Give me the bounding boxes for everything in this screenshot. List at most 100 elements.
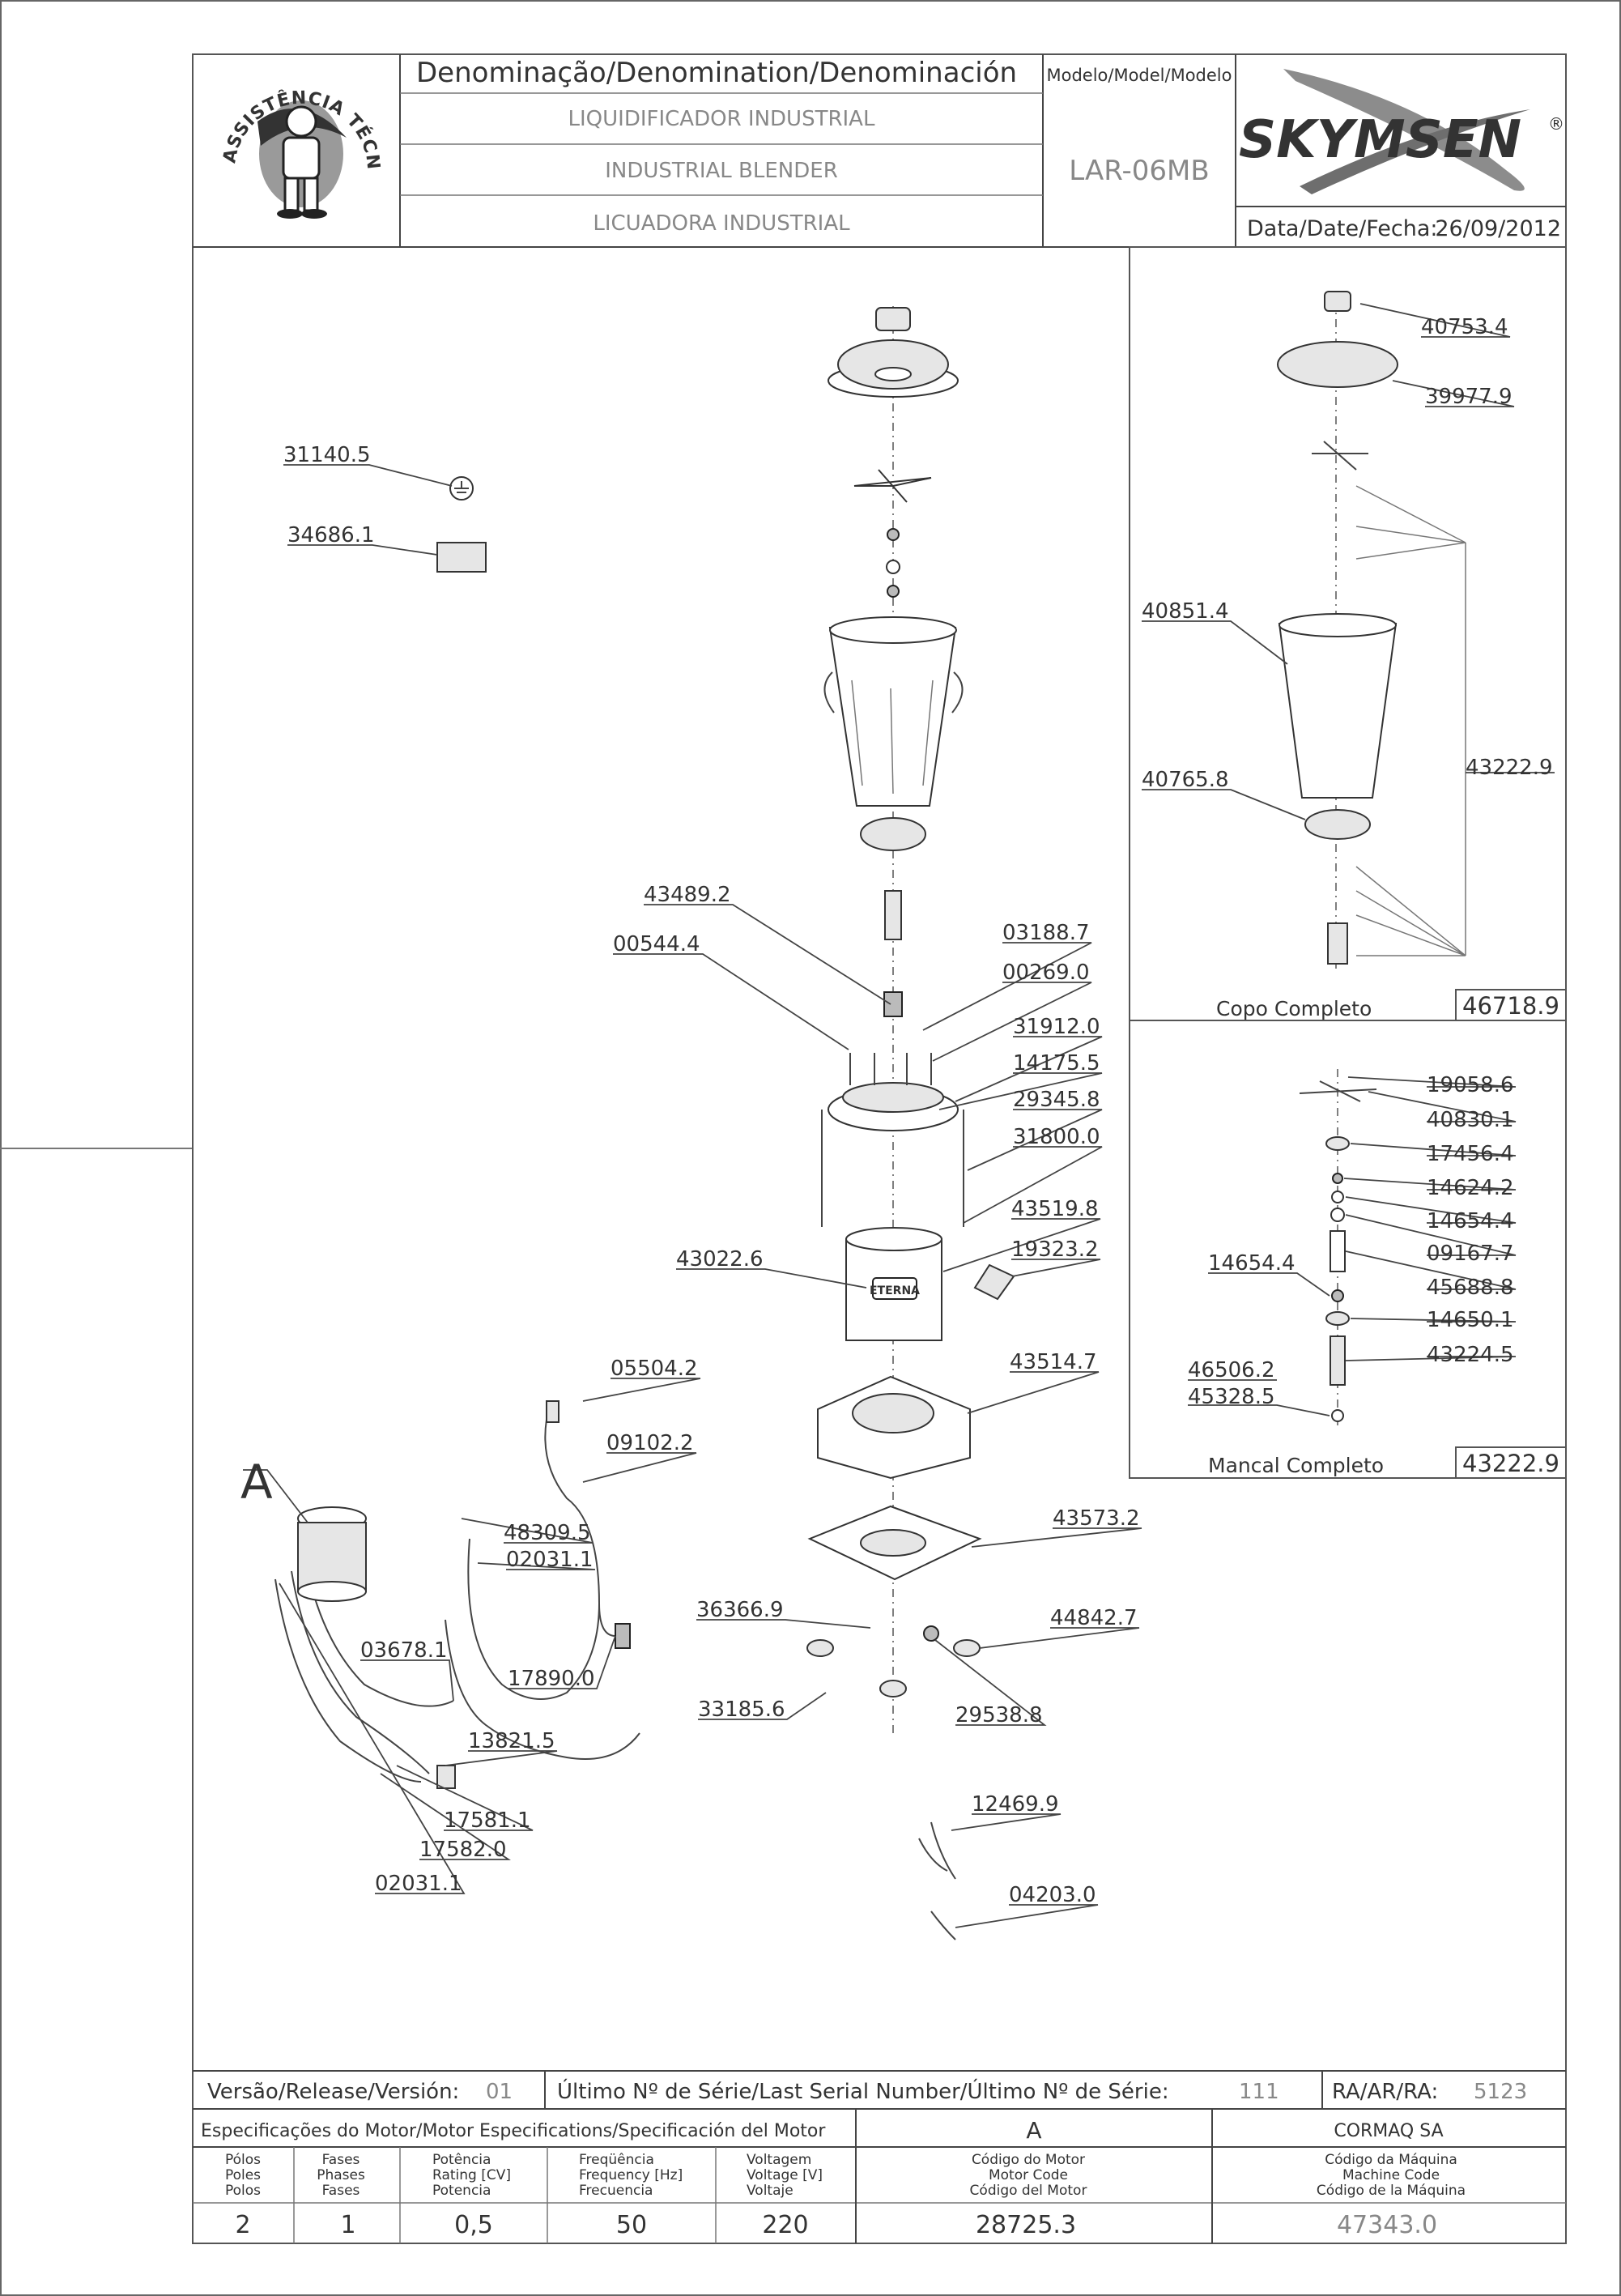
bearing-shaft-part [884, 890, 902, 940]
part-label: 44842.7 [1050, 1606, 1138, 1630]
svg-text:Poles: Poles [225, 2167, 261, 2183]
part-label: 19058.6 [1427, 1073, 1514, 1097]
grommet-part [923, 1625, 939, 1642]
part-label: 43514.7 [1010, 1350, 1097, 1374]
name-pt: LIQUIDIFICADOR INDUSTRIAL [568, 107, 875, 131]
part-label: 29538.8 [955, 1703, 1043, 1727]
release-value: 01 [486, 2080, 513, 2104]
spec-col-voltage: Voltagem Voltage [V] Voltaje 220 [747, 2152, 823, 2239]
spec-col-poles: Pólos Poles Polos 2 [225, 2152, 261, 2239]
copo-assembly-code: 46718.9 [1462, 992, 1559, 1020]
part-label: 05504.2 [611, 1357, 698, 1381]
svg-text:Phases: Phases [317, 2167, 365, 2183]
name-es: LICUADORA INDUSTRIAL [593, 211, 850, 236]
blender-cup-part [823, 616, 964, 807]
spec-col-phases: Fases Phases Fases 1 [317, 2152, 365, 2239]
frequency-value: 50 [616, 2211, 647, 2239]
model-value: LAR-06MB [1069, 155, 1209, 187]
spec-col-rating: Potência Rating [CV] Potencia 0,5 [432, 2152, 511, 2239]
part-label: 19323.2 [1011, 1237, 1099, 1262]
part-label: 03188.7 [1002, 921, 1090, 945]
part-label: 14654.4 [1208, 1251, 1296, 1276]
part-labels: 31140.5 34686.1 43489.2 00544.4 03188.7 … [240, 315, 1559, 1907]
washer-part [887, 528, 900, 541]
motor-part [297, 1506, 367, 1602]
cable-tie-part [930, 1910, 956, 1940]
main-exploded-view: ETERNA [274, 306, 1015, 1940]
serial-label: Último Nº de Série/Last Serial Number/Úl… [557, 2078, 1169, 2104]
part-label: 29345.8 [1013, 1088, 1100, 1112]
part-label: 00544.4 [613, 932, 700, 956]
part-label: 09102.2 [606, 1431, 694, 1455]
right-assembly-panel [1129, 246, 1567, 1479]
part-label: 00269.0 [1002, 961, 1090, 985]
mancal-code-box [1455, 1446, 1567, 1479]
svg-text:Polos: Polos [225, 2183, 261, 2199]
washer-part [887, 585, 900, 598]
copo-assembly-name: Copo Completo [1216, 997, 1372, 1020]
ra-value: 5123 [1474, 2080, 1527, 2104]
base-shell-part [817, 1375, 971, 1480]
name-en: INDUSTRIAL BLENDER [605, 159, 838, 183]
svg-text:Código da Máquina: Código da Máquina [1325, 2152, 1457, 2168]
ground-symbol [449, 476, 474, 501]
screws-part [821, 1053, 964, 1227]
part-label: 17890.0 [508, 1667, 595, 1691]
manufacturer: CORMAQ SA [1334, 2121, 1443, 2141]
brand-logo: SKYMSEN ® [1239, 69, 1564, 194]
svg-text:Freqüência: Freqüência [579, 2152, 654, 2168]
cable-tie-part [918, 1821, 956, 1880]
part-label: 40830.1 [1427, 1108, 1514, 1132]
top-plate-part [828, 1082, 959, 1131]
part-label: 48309.5 [504, 1521, 591, 1545]
spec-col-machine-code: Código da Máquina Machine Code Código de… [1317, 2152, 1466, 2239]
brand-registered-mark: ® [1548, 114, 1564, 134]
motor-spec-title: Especificações do Motor/Motor Especifica… [201, 2121, 826, 2141]
part-label: 14650.1 [1427, 1308, 1514, 1332]
svg-text:Voltaje: Voltaje [747, 2183, 793, 2199]
wiring-harness-part [274, 1400, 640, 1789]
part-label: 17456.4 [1427, 1142, 1514, 1166]
svg-text:Frequency [Hz]: Frequency [Hz] [579, 2167, 683, 2183]
leader-lines [243, 303, 1555, 1928]
part-label: 43573.2 [1053, 1506, 1140, 1531]
part-label: 14654.4 [1427, 1209, 1514, 1233]
voltage-value: 220 [762, 2211, 808, 2239]
part-label: 31140.5 [283, 443, 371, 467]
svg-text:Código de la Máquina: Código de la Máquina [1317, 2183, 1466, 2199]
lid-part [828, 339, 959, 398]
poles-value: 2 [235, 2211, 250, 2239]
svg-text:Código do Motor: Código do Motor [972, 2152, 1085, 2168]
svg-text:Código del Motor: Código del Motor [970, 2183, 1087, 2199]
service-badge-logo: ASSISTÊNCIA TÉCNICA AUTORIZADA [0, 0, 382, 219]
serial-value: 111 [1239, 2080, 1279, 2104]
mancal-assembly-name: Mancal Completo [1208, 1454, 1384, 1477]
svg-text:Motor Code: Motor Code [989, 2167, 1068, 2183]
part-label: 34686.1 [287, 523, 375, 547]
svg-text:Voltage [V]: Voltage [V] [747, 2167, 823, 2183]
part-label: 40753.4 [1421, 315, 1508, 339]
phases-value: 1 [340, 2211, 355, 2239]
part-label: 36366.9 [696, 1598, 784, 1622]
mancal-assembly-code: 43222.9 [1462, 1450, 1559, 1477]
svg-text:Fases: Fases [322, 2183, 360, 2199]
motor-housing-part: ETERNA [845, 1227, 942, 1341]
lid-cap-part [875, 307, 911, 331]
part-label: 13821.5 [468, 1729, 555, 1753]
blade-part [853, 469, 932, 503]
svg-text:Potência: Potência [432, 2152, 491, 2168]
copo-code-box [1455, 989, 1567, 1021]
foot-part [879, 1680, 907, 1698]
spec-col-motor-code: Código do Motor Motor Code Código del Mo… [970, 2152, 1087, 2239]
part-label: 45328.5 [1188, 1385, 1275, 1409]
motor-code-value: 28725.3 [976, 2211, 1076, 2239]
part-label: 04203.0 [1009, 1883, 1096, 1907]
part-label: 46506.2 [1188, 1358, 1275, 1382]
svg-text:Fases: Fases [322, 2152, 360, 2168]
date-label: Data/Date/Fecha: [1247, 216, 1437, 241]
svg-text:Voltagem: Voltagem [747, 2152, 811, 2168]
motor-letter: A [1026, 2117, 1041, 2144]
part-label: 03678.1 [360, 1638, 448, 1663]
